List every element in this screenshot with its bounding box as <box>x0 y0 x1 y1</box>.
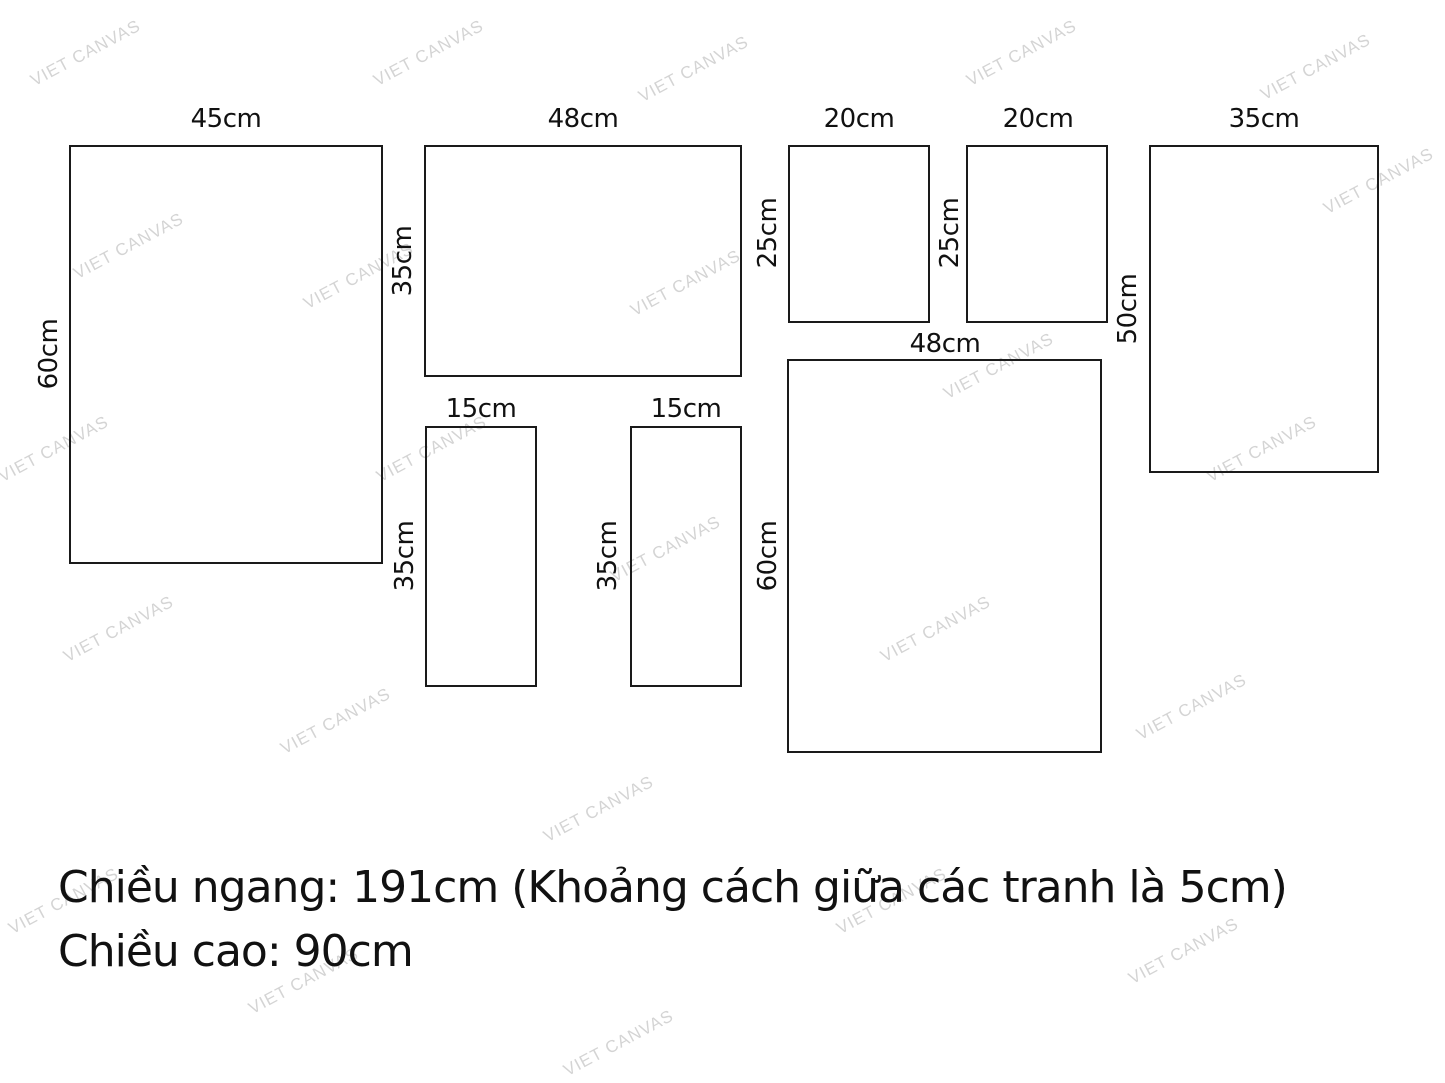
canvas-panel-20x25 <box>966 145 1108 323</box>
panel-width-label: 15cm <box>650 394 722 424</box>
panel-width-label: 35cm <box>1228 104 1300 134</box>
panel-height-label: 25cm <box>935 197 965 269</box>
canvas-panel-35x50 <box>1149 145 1379 473</box>
watermark: VIET CANVAS <box>370 15 487 90</box>
watermark: VIET CANVAS <box>60 591 177 666</box>
canvas-panel-48x35 <box>424 145 742 377</box>
canvas-panel-48x60 <box>787 359 1102 753</box>
panel-width-label: 20cm <box>823 104 895 134</box>
panel-height-label: 50cm <box>1113 273 1143 345</box>
canvas-panel-15x35 <box>425 426 537 687</box>
canvas-panel-45x60 <box>69 145 383 564</box>
watermark: VIET CANVAS <box>963 15 1080 90</box>
watermark: VIET CANVAS <box>635 31 752 106</box>
panel-height-label: 35cm <box>390 520 420 592</box>
panel-width-label: 20cm <box>1002 104 1074 134</box>
watermark: VIET CANVAS <box>1257 29 1374 104</box>
total-height-text: Chiều cao: 90cm <box>58 926 414 977</box>
panel-height-label: 35cm <box>593 520 623 592</box>
panel-height-label: 60cm <box>753 520 783 592</box>
watermark: VIET CANVAS <box>540 771 657 846</box>
panel-width-label: 48cm <box>909 329 981 359</box>
panel-width-label: 45cm <box>190 104 262 134</box>
watermark: VIET CANVAS <box>1125 913 1242 988</box>
watermark: VIET CANVAS <box>27 15 144 90</box>
panel-height-label: 35cm <box>388 225 418 297</box>
watermark: VIET CANVAS <box>560 1005 677 1080</box>
total-width-text: Chiều ngang: 191cm (Khoảng cách giữa các… <box>58 862 1288 913</box>
watermark: VIET CANVAS <box>1133 669 1250 744</box>
panel-width-label: 15cm <box>445 394 517 424</box>
panel-height-label: 60cm <box>34 318 64 390</box>
canvas-panel-20x25 <box>788 145 930 323</box>
watermark: VIET CANVAS <box>277 683 394 758</box>
canvas-panel-15x35 <box>630 426 742 687</box>
panel-height-label: 25cm <box>753 197 783 269</box>
panel-width-label: 48cm <box>547 104 619 134</box>
